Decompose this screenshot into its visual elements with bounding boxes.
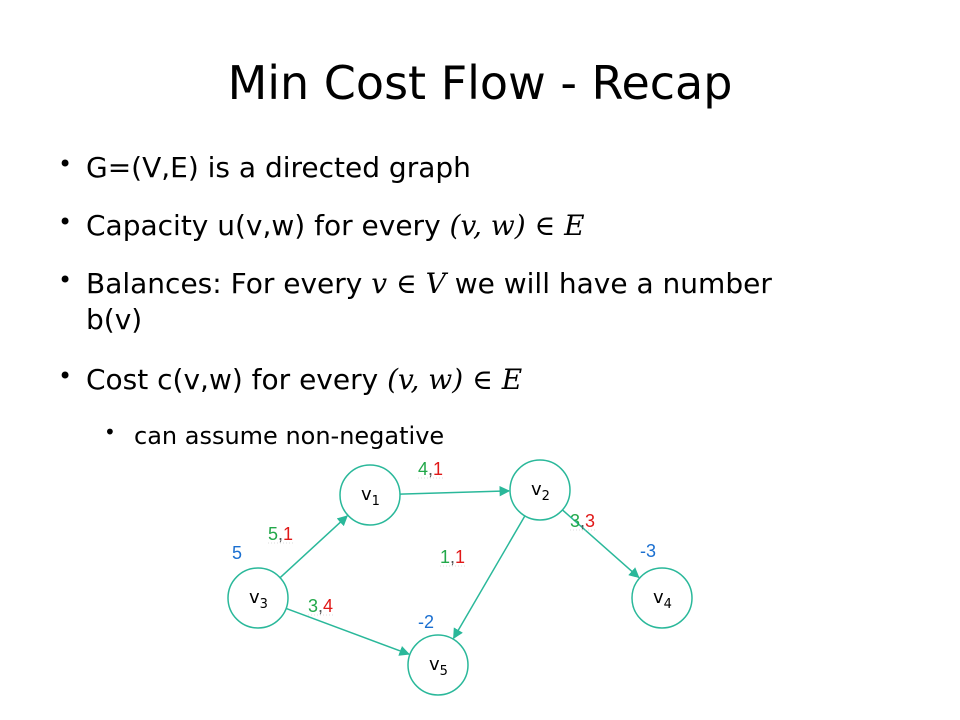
edge-v3-v1	[279, 515, 348, 579]
balance-v5: -2	[418, 612, 434, 632]
node-label-v2: v2	[531, 479, 550, 504]
bullet-3-line2: b(v)	[86, 304, 142, 336]
edge-capacity: 1	[440, 547, 450, 567]
edge-capacity: 3	[308, 596, 318, 616]
node-label-sub: 2	[542, 489, 550, 504]
edge-v1-v2	[399, 485, 511, 497]
edge-cost: 1	[433, 459, 443, 479]
sub-bullet-dot: •	[104, 420, 116, 444]
edge-cost: 1	[455, 547, 465, 567]
edge-capacity: 3	[570, 511, 580, 531]
sub-bullet-text: can assume non-negative	[134, 422, 445, 450]
bullet-3-math: v ∈ V	[371, 267, 446, 300]
node-label-base: v	[249, 587, 260, 608]
slide-title: Min Cost Flow - Recap	[227, 56, 733, 110]
edge-cost: 1	[283, 524, 293, 544]
bullet-4-text: Cost c(v,w) for every	[86, 363, 388, 396]
bullet-1-text: G=(V,E) is a directed graph	[86, 151, 471, 184]
edge-separator: ,	[580, 511, 585, 531]
edge-label-v3-v5: 3,4	[308, 596, 333, 616]
edge-v2-v5	[452, 515, 526, 640]
node-label-sub: 4	[664, 597, 672, 612]
node-label-v1: v1	[361, 484, 380, 509]
edge-v3-v5	[285, 607, 410, 656]
bullet-dot: •	[58, 150, 73, 178]
edge-v2-v4	[561, 509, 640, 579]
bullet-dot: •	[58, 266, 73, 294]
edge-cost: 3	[585, 511, 595, 531]
edge-separator: ,	[450, 547, 455, 567]
labels-layer: 5,14,13,31,13,45-3-2	[232, 459, 656, 632]
node-v1	[339, 464, 401, 526]
node-v2	[509, 459, 571, 521]
bullet-2: Capacity u(v,w) for every (v, w) ∈ E	[86, 210, 585, 242]
node-v4	[631, 567, 693, 629]
bullet-4: Cost c(v,w) for every (v, w) ∈ E	[86, 364, 522, 396]
edge-label-v2-v5: 1,1	[440, 547, 465, 567]
bullet-2-math: (v, w) ∈ E	[449, 209, 585, 242]
bullet-dot: •	[58, 208, 73, 236]
edge-capacity: 4	[418, 459, 428, 479]
node-label-v5: v5	[429, 654, 448, 679]
edges-layer	[279, 485, 640, 656]
bullet-3-line2-text: b(v)	[86, 303, 143, 336]
node-label-sub: 5	[440, 664, 448, 679]
edge-cost: 4	[323, 596, 333, 616]
node-label-sub: 1	[372, 494, 380, 509]
bullet-1: G=(V,E) is a directed graph	[86, 152, 471, 184]
edge-separator: ,	[278, 524, 283, 544]
node-label-v3: v3	[249, 587, 268, 612]
node-label-base: v	[653, 587, 664, 608]
node-label-sub: 3	[260, 597, 268, 612]
bullet-3-text-after: we will have a number	[445, 267, 772, 300]
balance-v3: 5	[232, 543, 242, 563]
edge-label-v2-v4: 3,3	[570, 511, 595, 531]
bullet-3-text-before: Balances: For every	[86, 267, 372, 300]
bullet-4-math: (v, w) ∈ E	[387, 363, 523, 396]
bullet-3: Balances: For every v ∈ V we will have a…	[86, 268, 772, 300]
edge-separator: ,	[428, 459, 433, 479]
edge-capacity: 5	[268, 524, 278, 544]
bullet-dot: •	[58, 362, 73, 390]
edge-label-v3-v1: 5,1	[268, 524, 293, 544]
bullet-2-text: Capacity u(v,w) for every	[86, 209, 450, 242]
edge-label-v1-v2: 4,1	[418, 459, 443, 479]
node-v5	[407, 634, 469, 696]
edge-separator: ,	[318, 596, 323, 616]
sub-bullet: can assume non-negative	[134, 422, 444, 450]
balance-v4: -3	[640, 541, 656, 561]
node-label-base: v	[429, 654, 440, 675]
node-label-base: v	[361, 484, 372, 505]
node-v3	[227, 567, 289, 629]
node-label-v4: v4	[653, 587, 672, 612]
node-label-base: v	[531, 479, 542, 500]
